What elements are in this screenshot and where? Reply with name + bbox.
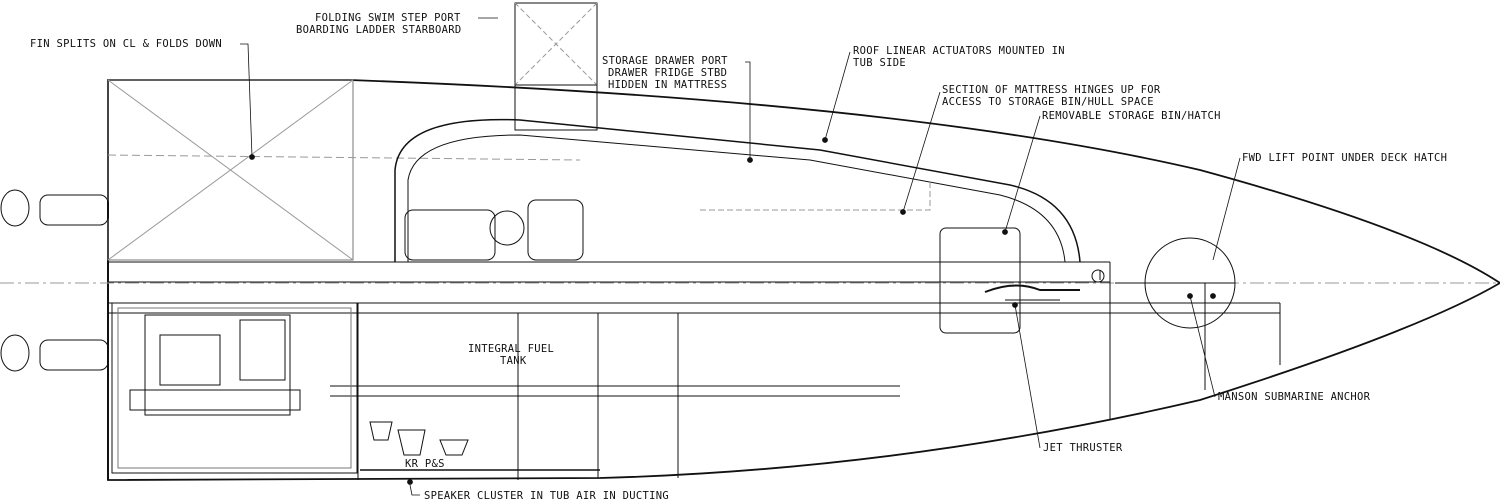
swim-step: [514, 2, 598, 131]
label-fuel-1: INTEGRAL FUEL: [468, 343, 555, 355]
label-fuel-2: TANK: [500, 355, 527, 367]
label-fin: FIN SPLITS ON CL & FOLDS DOWN: [30, 38, 223, 50]
label-drawer-3: HIDDEN IN MATTRESS: [608, 79, 728, 91]
label-spkr: KR P&S: [405, 458, 445, 470]
leaders: [240, 17, 1241, 496]
label-drawer-2: DRAWER FRIDGE STBD: [608, 67, 728, 79]
hull-outline: [107, 79, 1500, 481]
label-drawer-1: STORAGE DRAWER PORT: [602, 55, 728, 67]
label-actuators-2: TUB SIDE: [853, 57, 906, 69]
anchor-locker: [1091, 237, 1236, 329]
label-mattress-1: SECTION OF MATTRESS HINGES UP FOR: [942, 84, 1161, 96]
outdrives: [0, 189, 109, 372]
deck-rails: [108, 261, 1280, 471]
cockpit-tub: [394, 118, 1081, 334]
label-speaker: SPEAKER CLUSTER IN TUB AIR IN DUCTING: [424, 490, 669, 502]
label-actuators-1: ROOF LINEAR ACTUATORS MOUNTED IN: [853, 45, 1065, 57]
label-swim-step-2: BOARDING LADDER STARBOARD: [296, 24, 462, 36]
label-swim-step-1: FOLDING SWIM STEP PORT: [315, 12, 461, 24]
label-thruster: JET THRUSTER: [1043, 442, 1123, 454]
bulkheads: [357, 262, 1281, 480]
label-mattress-2: ACCESS TO STORAGE BIN/HULL SPACE: [942, 96, 1154, 108]
label-lift-point: FWD LIFT POINT UNDER DECK HATCH: [1242, 152, 1448, 164]
label-anchor: MANSON SUBMARINE ANCHOR: [1218, 391, 1371, 403]
speakers: [369, 421, 469, 456]
jet-thruster: [984, 284, 1080, 301]
label-storage-bin: REMOVABLE STORAGE BIN/HATCH: [1042, 110, 1221, 122]
engine-bay: [111, 302, 358, 474]
fins: [107, 79, 581, 261]
